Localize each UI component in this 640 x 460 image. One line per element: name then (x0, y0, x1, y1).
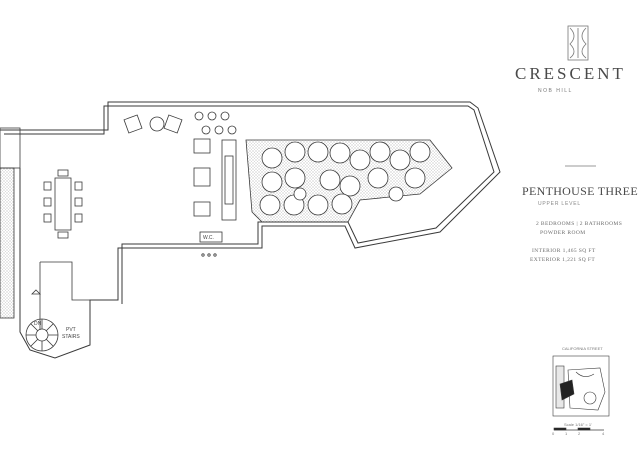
potted-shrubs (194, 111, 237, 135)
unit-title: PENTHOUSE THREE (522, 184, 638, 198)
dining-table-set (43, 169, 83, 239)
spec-rooms: 2 BEDROOMS | 2 BATHROOMS (536, 221, 623, 227)
garden-planter (245, 139, 453, 223)
spec-interior: INTERIOR 1,465 SQ FT (532, 248, 596, 254)
dn-label: DN (34, 321, 42, 327)
pvt-label: PVT (66, 327, 76, 333)
scale-tick-4: 4 (602, 431, 605, 436)
key-plan (552, 355, 610, 431)
key-plan-scale: Scale 1/16" = 1' (564, 422, 592, 427)
brand-name: CRESCENT (515, 64, 626, 83)
scale-tick-0: 0 (552, 431, 555, 436)
spec-exterior: EXTERIOR 1,221 SQ FT (530, 257, 596, 263)
crescent-logo-icon (567, 25, 589, 61)
left-planter (0, 127, 21, 319)
exterior-wall (0, 101, 501, 359)
wc-label: W.C. (203, 235, 214, 241)
unit-level: UPPER LEVEL (538, 201, 581, 207)
brand-location: NOB HILL (538, 88, 573, 94)
spec-powder-room: POWDER ROOM (540, 230, 586, 236)
stairs-label: STAIRS (62, 334, 80, 340)
scale-tick-1: 1 (565, 431, 568, 436)
stair-enclosure (25, 261, 108, 352)
lounge-furniture (123, 114, 237, 257)
scale-tick-2: 2 (578, 431, 581, 436)
key-plan-street: CALIFORNIA STREET (562, 346, 603, 351)
